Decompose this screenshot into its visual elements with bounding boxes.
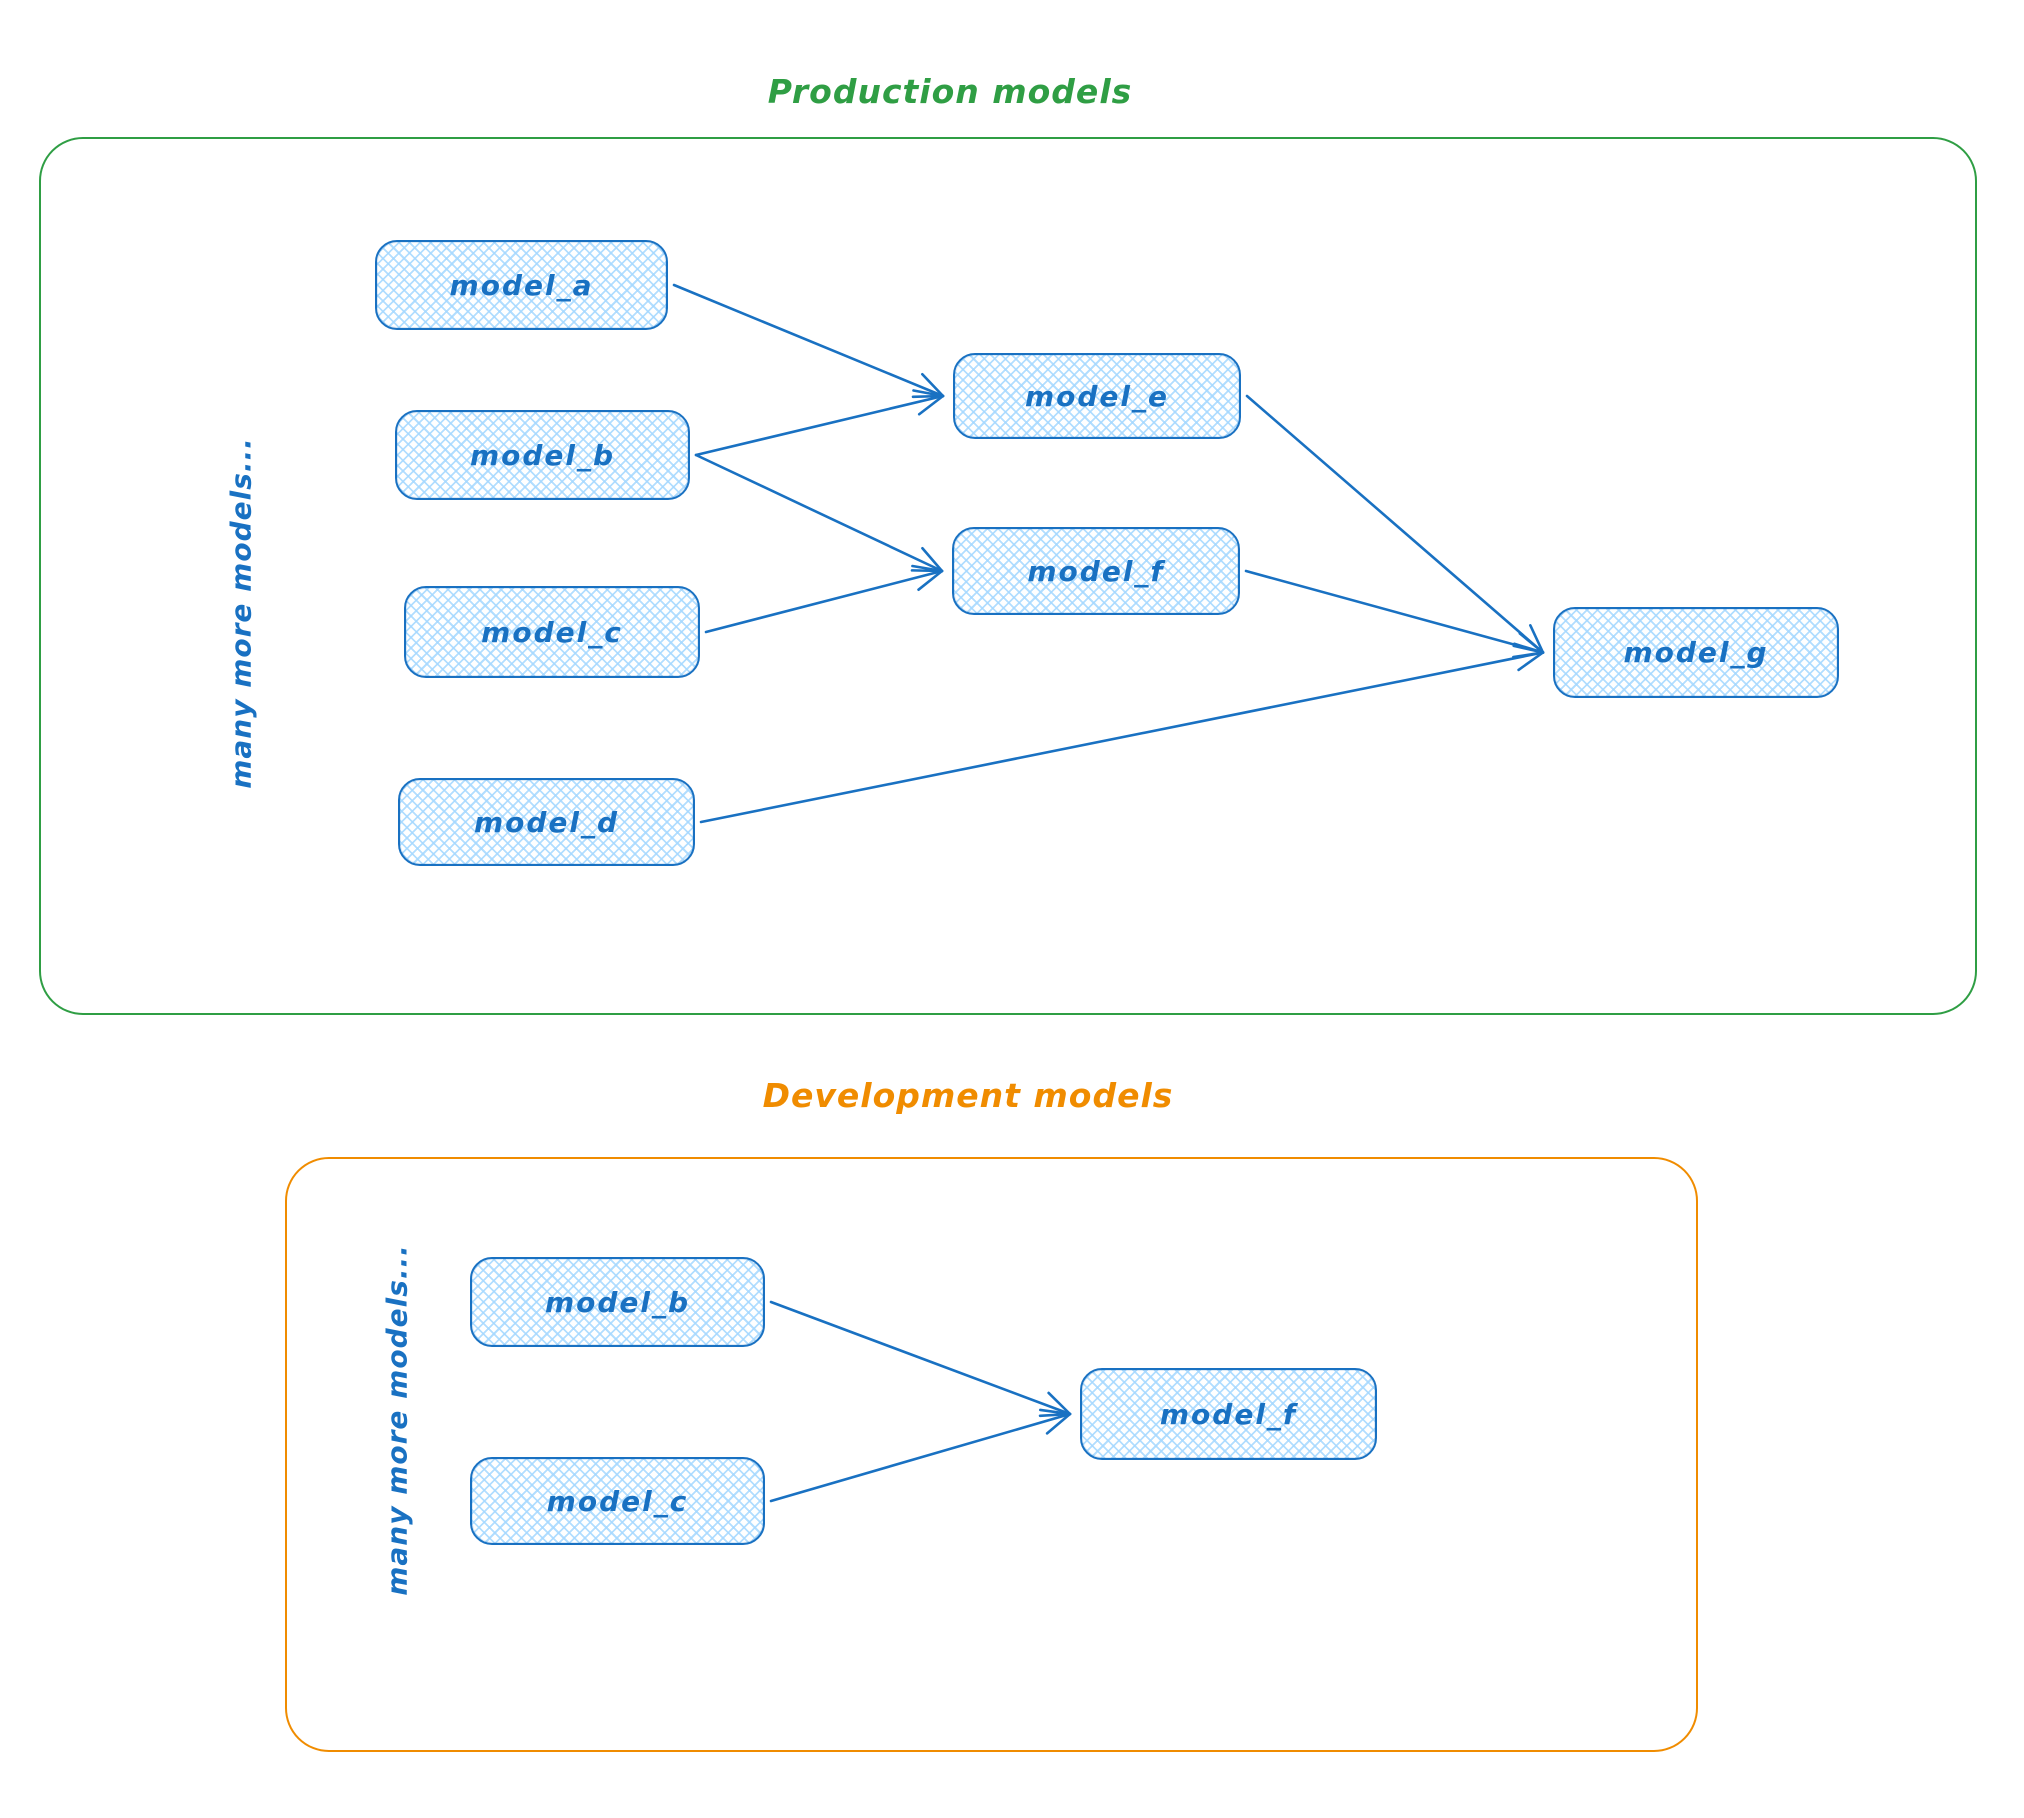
development-models-frame	[285, 1157, 1698, 1752]
development-many-more-models-label: many more models...	[380, 1244, 414, 1596]
node-model_e: model_e	[953, 353, 1241, 439]
node-label: model_d	[473, 805, 620, 839]
production-models-title: Production models	[767, 72, 1133, 111]
node-label: model_b	[544, 1285, 691, 1319]
node-model_a: model_a	[375, 240, 668, 330]
node-label: model_g	[1623, 636, 1769, 669]
node-model_c: model_c	[470, 1457, 765, 1545]
production-many-more-models-label: many more models...	[224, 437, 258, 789]
node-model_g: model_g	[1553, 607, 1839, 698]
node-model_b: model_b	[470, 1257, 765, 1347]
node-label: model_b	[469, 438, 616, 472]
node-model_d: model_d	[398, 778, 695, 866]
development-models-title: Development models	[762, 1076, 1174, 1115]
node-model_c: model_c	[404, 586, 700, 678]
production-models-frame	[39, 137, 1977, 1015]
node-label: model_e	[1024, 379, 1170, 413]
node-label: model_c	[546, 1484, 689, 1518]
node-label: model_a	[449, 268, 594, 302]
node-label: model_f	[1027, 554, 1165, 588]
node-label: model_c	[481, 615, 623, 649]
node-label: model_f	[1159, 1397, 1298, 1431]
node-model_b: model_b	[395, 410, 690, 500]
node-model_f: model_f	[952, 527, 1240, 615]
node-model_f: model_f	[1080, 1368, 1377, 1460]
